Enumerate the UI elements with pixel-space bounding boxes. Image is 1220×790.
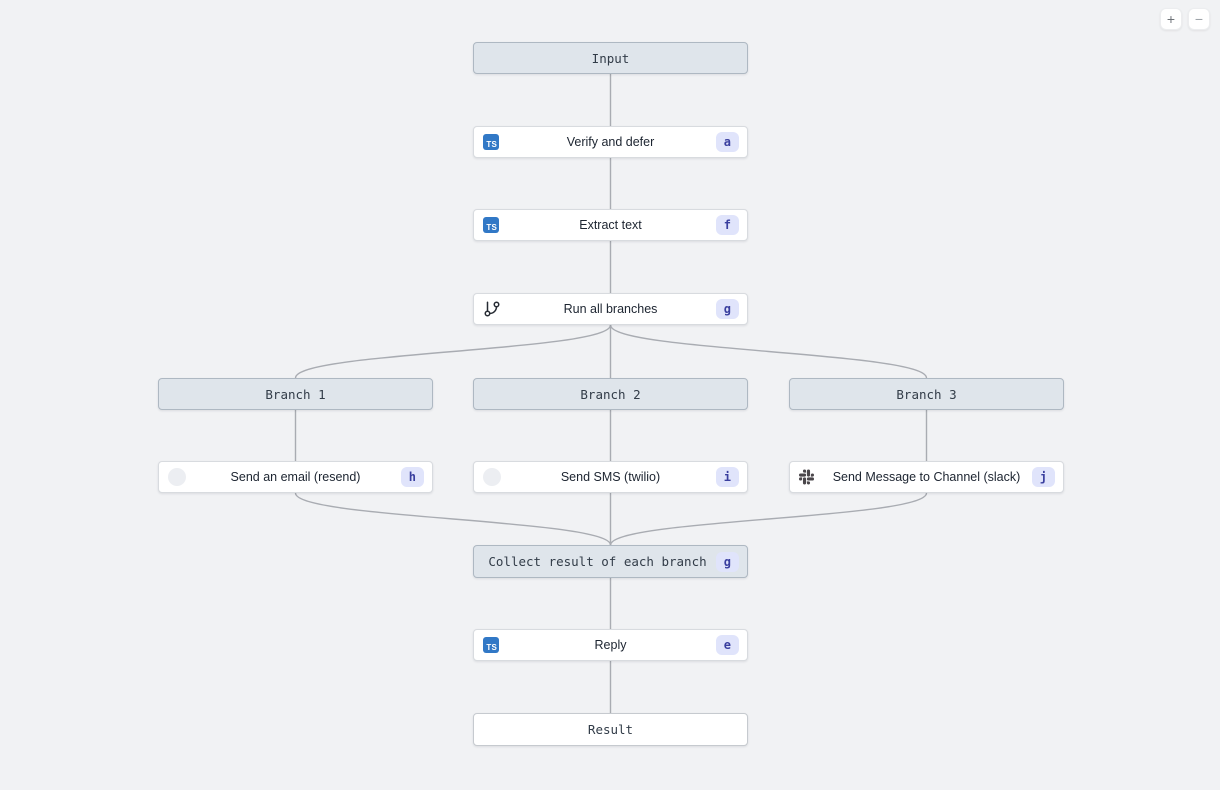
typescript-icon: TS xyxy=(483,134,499,150)
node-label: Result xyxy=(587,722,634,737)
typescript-icon: TS xyxy=(483,637,499,653)
node-label: Reply xyxy=(594,638,627,652)
node-label: Input xyxy=(591,50,630,66)
badge: g xyxy=(715,299,739,319)
twilio-icon xyxy=(483,468,501,486)
node-label: Run all branches xyxy=(563,302,658,316)
node-slack[interactable]: Send Message to Channel (slack) j xyxy=(789,461,1064,493)
edge-slack-collect xyxy=(609,492,928,546)
typescript-icon: TS xyxy=(483,217,499,233)
node-label: Send SMS (twilio) xyxy=(560,470,661,484)
node-branch1[interactable]: Branch 1 xyxy=(158,378,433,410)
node-verify[interactable]: TS Verify and defer a xyxy=(473,126,748,158)
node-label: Extract text xyxy=(579,218,642,232)
node-branch2[interactable]: Branch 2 xyxy=(473,378,748,410)
node-label: Send Message to Channel (slack) xyxy=(832,470,1021,484)
badge: a xyxy=(715,132,739,152)
edge-run-branch1 xyxy=(294,324,612,379)
node-run[interactable]: Run all branches g xyxy=(473,293,748,325)
node-label: Send an email (resend) xyxy=(230,470,361,484)
node-extract[interactable]: TS Extract text f xyxy=(473,209,748,241)
git-branch-icon xyxy=(483,300,501,318)
node-label: Verify and defer xyxy=(566,135,655,149)
node-label: Branch 2 xyxy=(580,386,641,402)
node-label: Branch 1 xyxy=(265,386,326,402)
node-email[interactable]: Send an email (resend) h xyxy=(158,461,433,493)
badge: e xyxy=(715,635,739,655)
node-result[interactable]: Result xyxy=(473,713,748,746)
zoom-controls: + − xyxy=(1160,8,1210,30)
zoom-out-button[interactable]: − xyxy=(1188,8,1210,30)
node-label: Branch 3 xyxy=(896,386,957,402)
badge: f xyxy=(715,215,739,235)
node-input[interactable]: Input xyxy=(473,42,748,74)
badge: i xyxy=(715,467,739,487)
edge-run-branch3 xyxy=(609,324,928,379)
zoom-in-button[interactable]: + xyxy=(1160,8,1182,30)
slack-icon xyxy=(799,469,814,485)
node-branch3[interactable]: Branch 3 xyxy=(789,378,1064,410)
badge: h xyxy=(400,467,424,487)
node-sms[interactable]: Send SMS (twilio) i xyxy=(473,461,748,493)
badge: g xyxy=(715,551,739,572)
node-reply[interactable]: TS Reply e xyxy=(473,629,748,661)
node-label: Collect result of each branch xyxy=(488,554,707,569)
badge: j xyxy=(1031,467,1055,487)
node-collect[interactable]: Collect result of each branch g xyxy=(473,545,748,578)
resend-icon xyxy=(168,468,186,486)
edge-email-collect xyxy=(294,492,612,546)
